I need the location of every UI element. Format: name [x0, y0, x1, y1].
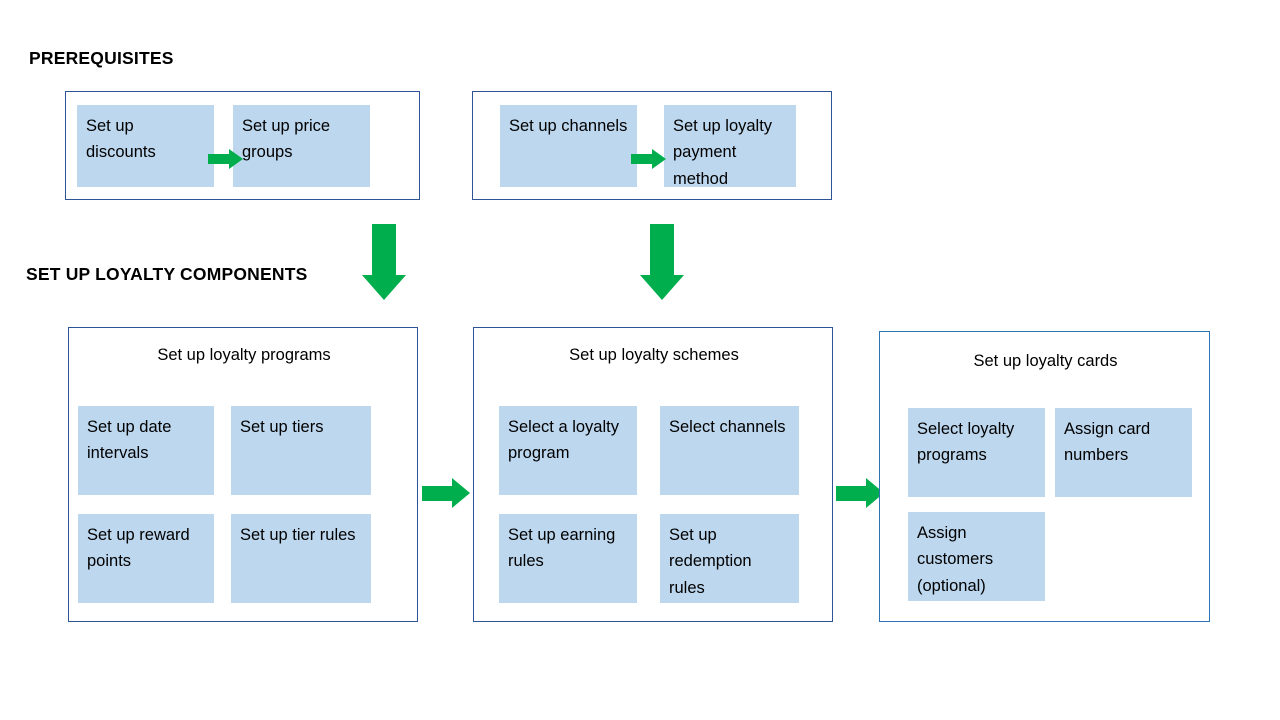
group-loyalty-cards-frame: Set up loyalty cards Select loyalty prog… [879, 331, 1210, 622]
tile-set-up-discounts[interactable]: Set up discounts [77, 105, 214, 187]
tile-set-up-tier-rules[interactable]: Set up tier rules [231, 514, 371, 603]
tile-assign-card-numbers[interactable]: Assign card numbers [1055, 408, 1192, 497]
tile-select-channels[interactable]: Select channels [660, 406, 799, 495]
group-loyalty-programs-frame: Set up loyalty programs Set up date inte… [68, 327, 418, 622]
prerequisites-group-2-frame: Set up channels Set up loyalty payment m… [472, 91, 832, 200]
group-title-loyalty-cards: Set up loyalty cards [973, 352, 1118, 370]
loyalty-components-heading: SET UP LOYALTY COMPONENTS [26, 264, 308, 284]
tile-set-up-loyalty-payment-method[interactable]: Set up loyalty payment method [664, 105, 796, 187]
tile-set-up-tiers[interactable]: Set up tiers [231, 406, 371, 495]
arrow-right-icon-schemes-to-cards [836, 478, 884, 508]
tile-set-up-reward-points[interactable]: Set up reward points [78, 514, 214, 603]
tile-select-a-loyalty-program[interactable]: Select a loyalty program [499, 406, 637, 495]
prerequisites-heading: PREREQUISITES [29, 48, 174, 68]
tile-set-up-price-groups[interactable]: Set up price groups [233, 105, 370, 187]
arrow-right-icon-programs-to-schemes [422, 478, 470, 508]
group-title-loyalty-schemes: Set up loyalty schemes [569, 346, 739, 364]
tile-set-up-channels[interactable]: Set up channels [500, 105, 637, 187]
prerequisites-group-1-frame: Set up discounts Set up price groups [65, 91, 420, 200]
tile-assign-customers-optional[interactable]: Assign customers (optional) [908, 512, 1045, 601]
group-title-loyalty-programs: Set up loyalty programs [157, 346, 331, 364]
tile-set-up-earning-rules[interactable]: Set up earning rules [499, 514, 637, 603]
arrow-down-icon-prereq-2-to-schemes [640, 224, 684, 300]
tile-set-up-date-intervals[interactable]: Set up date intervals [78, 406, 214, 495]
arrow-down-icon-prereq-1-to-programs [362, 224, 406, 300]
tile-set-up-redemption-rules[interactable]: Set up redemption rules [660, 514, 799, 603]
tile-select-loyalty-programs[interactable]: Select loyalty programs [908, 408, 1045, 497]
arrow-right-icon-prereq-1 [208, 149, 243, 169]
arrow-right-icon-prereq-2 [631, 149, 666, 169]
group-loyalty-schemes-frame: Set up loyalty schemes Select a loyalty … [473, 327, 833, 622]
